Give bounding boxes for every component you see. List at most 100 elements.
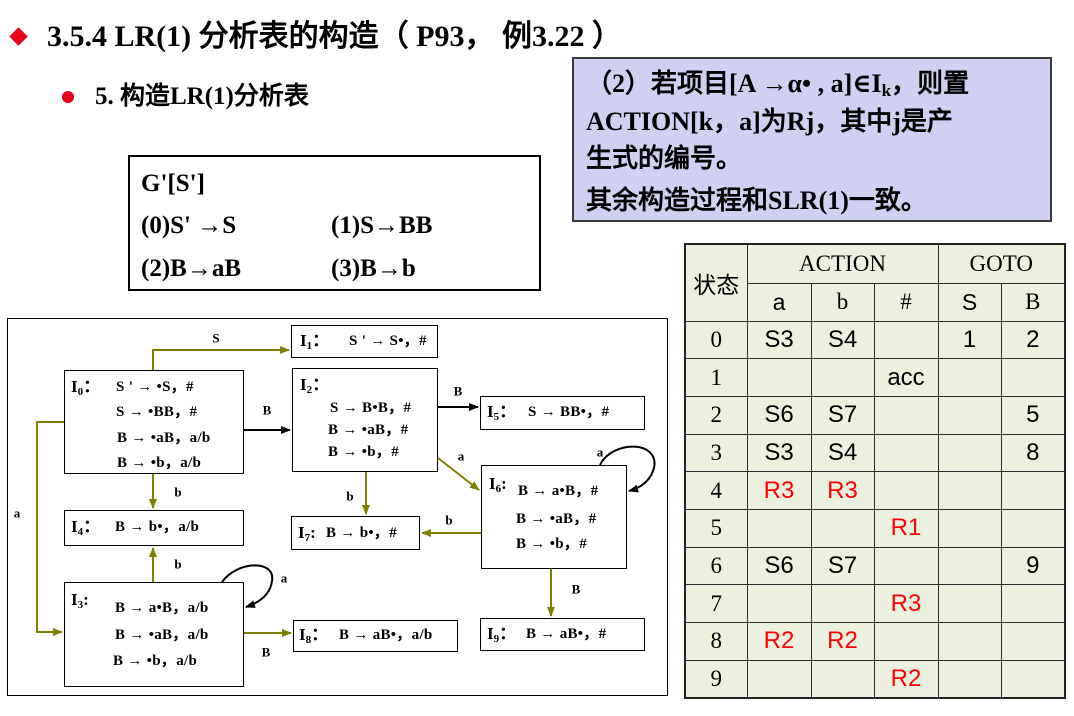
state-number-cell: 4 [684, 471, 748, 510]
state-letter: I [300, 331, 307, 350]
state-number-cell: 0 [684, 320, 748, 360]
table-row: 7 R3 [684, 584, 1066, 623]
goto-cell [1000, 358, 1066, 397]
state-box-I5: I5： S → BB•，# [480, 396, 645, 430]
state-box-I2: I2： S → B•B，# B → •aB，# B → •b，# [292, 368, 438, 472]
goto-cell [937, 395, 1002, 435]
note-line-1-text: （2）若项目[A →α• , a]∈I [586, 69, 882, 98]
state-box-I1: I1： S ' → S•，# [291, 325, 438, 358]
action-cell [746, 358, 812, 397]
state-box-I6: I6: B → a•B，# B → •aB，# B → •b，# [481, 465, 627, 569]
action-cell: R3 [810, 471, 875, 510]
production-3: (3)B→b [331, 255, 416, 282]
lr1-item: B → •aB，# [328, 422, 409, 438]
state-label-I1: I1： [300, 331, 329, 356]
goto-cell: 1 [937, 320, 1002, 360]
lr1-item: S → •BB，# [116, 404, 198, 420]
goto-cell [1000, 508, 1066, 548]
state-number: 6 [495, 483, 502, 495]
state-separator: : [501, 474, 507, 493]
state-separator: ： [83, 517, 101, 536]
action-symbol-header: # [873, 282, 939, 322]
state-number: 7 [304, 532, 311, 544]
lr1-item: S → BB•，# [528, 404, 610, 420]
state-box-I3: I3: B → a•B，a/b B → •aB，a/b B → •b，a/b [64, 582, 244, 687]
action-cell: S6 [746, 395, 812, 435]
state-letter: I [300, 375, 307, 394]
lr1-item: B → •b，a/b [113, 653, 198, 669]
table-symbol-row: a b # S B [685, 282, 1066, 322]
lr1-item: B → •b，a/b [117, 455, 202, 471]
state-box-I0: I0： S ' → •S，# S → •BB，# B → •aB，a/b B →… [64, 370, 244, 474]
note-line-1-tail: ，则置 [891, 69, 970, 98]
action-cell: R2 [746, 622, 812, 661]
lr1-item: S → B•B，# [330, 400, 412, 416]
lr1-item: B → •aB，# [516, 511, 597, 527]
state-separator: ： [499, 402, 517, 421]
note-line-2: ACTION[k，a]为Rj，其中j是产 [586, 107, 953, 136]
action-cell: S4 [810, 433, 875, 473]
action-cell [810, 659, 875, 699]
goto-cell [937, 508, 1002, 548]
grammar-box: G'[S'] (0)S' →S (1)S→BB (2)B→aB (3)B→b [128, 155, 541, 291]
action-cell [873, 320, 939, 360]
goto-header: GOTO [937, 243, 1066, 284]
state-separator: ： [312, 331, 330, 350]
action-header: ACTION [746, 243, 939, 284]
state-label-I8: I8： [299, 625, 328, 650]
action-cell: S4 [810, 320, 875, 360]
state-number: 8 [305, 634, 312, 646]
lr1-item: B → aB•，# [526, 626, 607, 642]
goto-cell: 8 [1000, 433, 1066, 473]
action-cell [810, 358, 875, 397]
goto-cell [1000, 471, 1066, 510]
state-box-I7: I7: B → b•，# [291, 516, 420, 550]
state-number: 1 [306, 340, 313, 352]
action-cell: R3 [873, 584, 939, 623]
state-number-cell: 7 [684, 584, 748, 623]
state-label-I9: I9： [487, 624, 516, 649]
action-cell: S7 [810, 546, 875, 586]
goto-cell: 2 [1000, 320, 1066, 360]
state-number: 3 [77, 599, 84, 611]
state-label-I3: I3: [71, 590, 89, 615]
state-box-I9: I9： B → aB•，# [480, 618, 645, 651]
state-number: 0 [77, 386, 84, 398]
lr1-item: B → b•，# [326, 525, 397, 541]
goto-cell: 9 [1000, 546, 1066, 586]
action-cell [873, 395, 939, 435]
action-cell: S6 [746, 546, 812, 586]
diamond-bullet-icon [9, 27, 28, 46]
state-separator: ： [312, 375, 330, 394]
state-letter: I [71, 590, 78, 609]
state-label-I2: I2： [300, 375, 329, 400]
state-letter: I [299, 625, 306, 644]
lr1-item: B → a•B，# [518, 483, 599, 499]
production-2: (2)B→aB [141, 255, 241, 282]
state-number: 4 [77, 526, 84, 538]
state-letter: I [298, 523, 305, 542]
grammar-name: G'[S'] [141, 170, 205, 197]
state-label-I0: I0： [71, 377, 100, 402]
action-cell: R1 [873, 508, 939, 548]
action-cell: S3 [746, 433, 812, 473]
goto-cell [937, 659, 1002, 699]
state-number-cell: 2 [684, 395, 748, 435]
goto-cell [937, 622, 1002, 661]
lr1-item: B → b•，a/b [115, 519, 200, 535]
lr1-item: B → •b，# [516, 536, 587, 552]
goto-symbol-header: B [1000, 282, 1066, 322]
action-cell [873, 622, 939, 661]
production-1: (1)S→BB [331, 212, 433, 239]
slide-title: 3.5.4 LR(1) 分析表的构造（ P93， 例3.22 ） [47, 20, 622, 53]
action-cell: R3 [746, 471, 812, 510]
